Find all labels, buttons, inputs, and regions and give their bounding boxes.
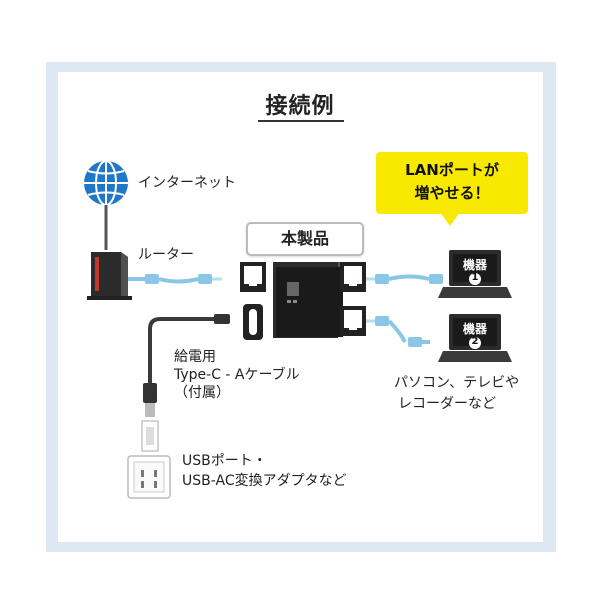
pc1-number-circle	[469, 273, 481, 285]
router-lan-cable	[128, 274, 222, 284]
bubble-line-1: LANポートが	[405, 161, 499, 179]
internet-label: インターネット	[138, 175, 236, 191]
laptop-1-icon	[438, 250, 512, 298]
devices-label-line-1: パソコン、テレビや	[394, 375, 520, 391]
router-icon	[87, 252, 132, 300]
devices-label-line-2: レコーダーなど	[398, 396, 496, 412]
cable-label-line-1: 給電用	[174, 349, 216, 365]
highlight-bubble-text: LANポートが 増やせる！	[376, 159, 528, 205]
product-label: 本製品	[246, 222, 364, 256]
left-lan-port-icon	[240, 262, 266, 292]
usb-c-port-icon	[243, 304, 263, 340]
diagram-title: 接続例	[265, 94, 335, 119]
right-lan-port-2-icon	[340, 306, 366, 336]
right-lan-port-1-icon	[340, 262, 366, 292]
router-label: ルーター	[138, 247, 194, 263]
globe-icon	[84, 160, 128, 206]
bubble-line-2: 増やせる！	[414, 184, 490, 202]
power-outlet-icon	[127, 455, 171, 499]
pc2-number: 2	[471, 336, 479, 347]
power-label-line-1: USBポート・	[182, 453, 267, 469]
pc2-lan-cable	[366, 316, 430, 347]
pc1-lan-cable	[366, 274, 443, 284]
cable-label-line-2: Type-C - Aケーブル	[174, 367, 300, 383]
pc2-number-circle	[469, 337, 481, 349]
power-cable	[143, 314, 230, 417]
pc1-number: 1	[471, 272, 479, 283]
cable-label-line-3: （付属）	[174, 385, 230, 401]
highlight-bubble	[376, 152, 528, 214]
pc1-label: 機器	[462, 258, 487, 272]
usb-adapter-icon	[141, 420, 159, 452]
pc2-label: 機器	[462, 322, 487, 336]
power-label-line-2: USB-AC変換アダプタなど	[182, 473, 347, 489]
highlight-bubble-tail	[440, 212, 460, 226]
laptop-2-icon	[438, 314, 512, 362]
title-underline	[258, 120, 344, 122]
product-switch-icon	[273, 262, 343, 338]
